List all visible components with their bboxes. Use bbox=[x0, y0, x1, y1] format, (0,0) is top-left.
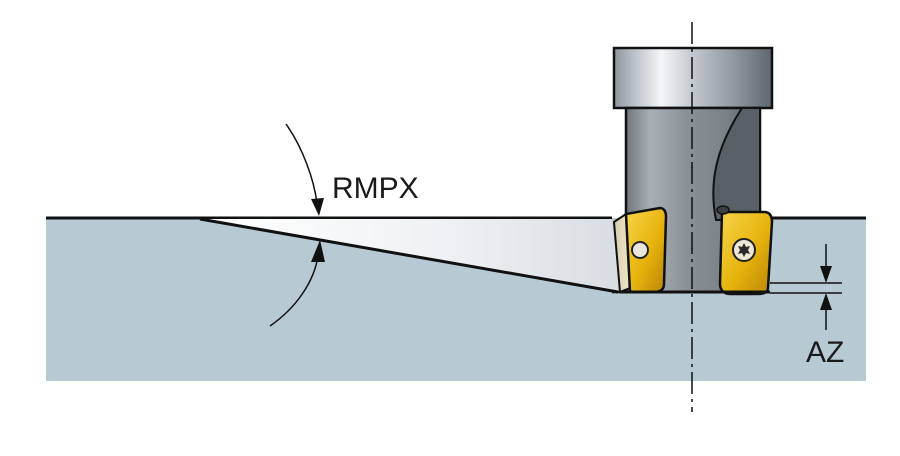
left-insert-screw bbox=[631, 241, 649, 259]
torx-socket bbox=[738, 243, 750, 257]
rmpx-arrow-upper-head bbox=[311, 198, 324, 216]
ramp-angle-label: RMPX bbox=[332, 172, 419, 205]
az-arrow-bottom-head bbox=[820, 293, 832, 310]
tool-shank bbox=[612, 46, 774, 110]
ramp-cut-line bbox=[199, 217, 619, 294]
rmpx-arc-upper bbox=[285, 123, 318, 204]
axial-depth-label: AZ bbox=[806, 336, 844, 369]
az-arrow-top-head bbox=[820, 266, 832, 283]
rmpx-arrow-lower-head bbox=[311, 240, 325, 262]
right-insert-clamp bbox=[716, 205, 730, 215]
rmpx-arc-lower bbox=[269, 255, 319, 327]
